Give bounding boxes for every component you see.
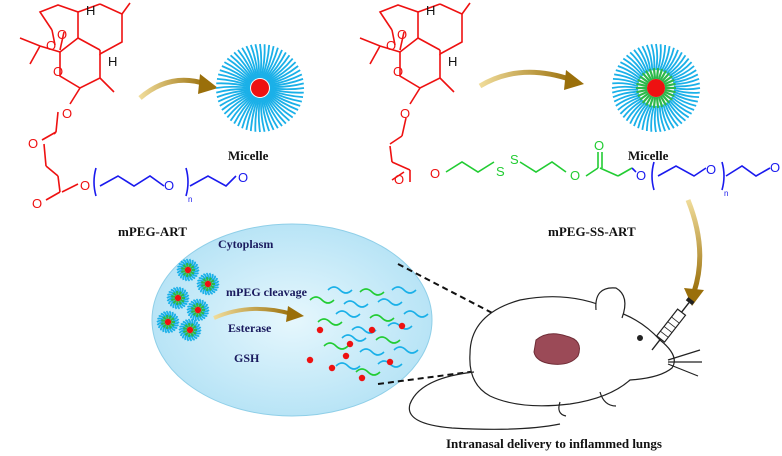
small-micelle-icon: [186, 298, 210, 322]
compound-label-right: mPEG-SS-ART: [548, 224, 636, 239]
figure-caption: Intranasal delivery to inflammed lungs: [446, 436, 662, 451]
polymer-fragment: [335, 362, 361, 370]
atom-o: O: [28, 136, 38, 151]
arrow-head: [684, 288, 704, 306]
atom-o: O: [636, 168, 646, 183]
drug-dot: [346, 340, 354, 348]
art-atoms-left: O O O O O O O: [28, 27, 90, 211]
micelle-label-left: Micelle: [228, 148, 269, 163]
small-micelle-icon: [156, 310, 180, 334]
mpeg-atoms-right: O O O n: [636, 160, 780, 198]
drug-dot: [386, 358, 394, 366]
atom-s: S: [510, 152, 519, 167]
atom-o: O: [397, 27, 407, 42]
polymer-fragment: [317, 318, 343, 326]
repeat-n: n: [724, 189, 728, 198]
h-atoms-left: H H: [86, 3, 117, 69]
arrow-to-syringe: [685, 199, 703, 293]
polymer-fragment: [309, 296, 335, 304]
small-micelle-icon: [166, 286, 190, 310]
atom-o: O: [706, 162, 716, 177]
drug-dot: [358, 374, 366, 382]
atom-s: S: [496, 164, 505, 179]
atom-h: H: [86, 3, 95, 18]
arrow-to-micelle-left: [138, 77, 207, 100]
cytoplasm-label: Cytoplasm: [218, 237, 273, 251]
polymer-fragment: [355, 368, 381, 376]
polymer-fragment: [327, 286, 353, 294]
compound-label-left: mPEG-ART: [118, 224, 187, 239]
atom-h: H: [448, 54, 457, 69]
polymer-fragment: [403, 310, 429, 318]
polymer-fragment: [323, 342, 349, 350]
micelle-icon: [611, 43, 701, 133]
gsh-label: GSH: [234, 351, 260, 365]
drug-dot: [328, 364, 336, 372]
small-micelle-icon: [176, 258, 200, 282]
atom-o: O: [570, 168, 580, 183]
drug-dot: [342, 352, 350, 360]
atom-o: O: [57, 27, 67, 42]
polymer-fragment: [343, 300, 369, 308]
atom-o: O: [164, 178, 174, 193]
disulfide-atoms: S S O O: [496, 138, 604, 183]
polymer-fragment: [393, 346, 419, 354]
art-molecule-right: [359, 2, 471, 182]
mpeg-chain-right: [631, 161, 771, 191]
atom-o: O: [594, 138, 604, 153]
atom-o: O: [400, 106, 410, 121]
micelle-label-right: Micelle: [628, 148, 669, 163]
disulfide-linker: [445, 152, 633, 177]
polymer-fragment: [335, 310, 361, 318]
lung-icon: [533, 333, 580, 365]
polymer-fragment: [359, 288, 385, 296]
arrow-head: [286, 306, 304, 322]
repeat-n: n: [188, 195, 192, 204]
atom-o: O: [62, 106, 72, 121]
art-atoms-right: O O O O O O: [386, 27, 440, 187]
atom-o: O: [386, 38, 396, 53]
arrow-head: [564, 70, 584, 90]
atom-o: O: [393, 64, 403, 79]
polymer-fragment: [377, 298, 403, 306]
drug-dot: [398, 322, 406, 330]
small-micelle-icon: [178, 318, 202, 342]
arrow-head: [198, 74, 218, 94]
esterase-label: Esterase: [228, 321, 272, 335]
atom-o: O: [53, 64, 63, 79]
atom-h: H: [426, 3, 435, 18]
micelle-icon: [215, 43, 305, 133]
drug-dot: [306, 356, 314, 364]
polymer-fragment: [369, 314, 395, 322]
cleavage-arrow: [213, 306, 293, 320]
released-fragments: [306, 286, 429, 382]
polymer-fragment: [375, 336, 401, 344]
atom-o: O: [80, 178, 90, 193]
small-micelle-icon: [196, 272, 220, 296]
syringe-icon: [651, 297, 695, 351]
atom-o: O: [430, 166, 440, 181]
art-molecule-left: [19, 2, 131, 201]
atom-o: O: [394, 172, 404, 187]
small-micelles: [156, 258, 220, 342]
h-atoms-right: H H: [426, 3, 457, 69]
atom-h: H: [108, 54, 117, 69]
arrow-to-micelle-right: [478, 69, 573, 89]
drug-dot: [368, 326, 376, 334]
polymer-fragment: [391, 286, 417, 294]
drug-dot: [316, 326, 324, 334]
atom-o: O: [32, 196, 42, 211]
mpeg-chain-left: [93, 167, 237, 197]
atom-o: O: [238, 170, 248, 185]
polymer-fragment: [359, 348, 385, 356]
atom-o: O: [46, 38, 56, 53]
polymer-fragment: [341, 334, 367, 342]
mpeg-atoms-left: O O n: [164, 170, 248, 204]
mpeg-cleavage-label: mPEG cleavage: [226, 285, 308, 299]
atom-o: O: [770, 160, 780, 175]
